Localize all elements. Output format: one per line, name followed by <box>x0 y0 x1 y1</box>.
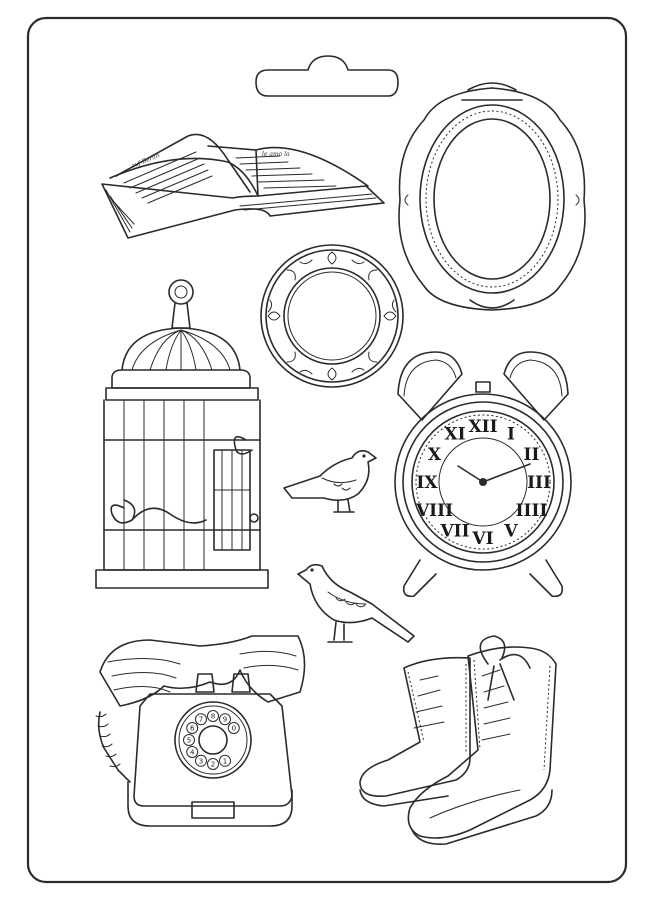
dial-digit: 7 <box>199 716 203 724</box>
dial-hole <box>207 758 219 770</box>
dial-hole <box>183 734 195 746</box>
clock-numeral: III <box>527 473 551 493</box>
dial-hole <box>186 722 199 734</box>
bird-lower-icon <box>297 563 415 643</box>
dial-digit: 6 <box>190 725 195 733</box>
mould-plate-outline <box>26 16 628 884</box>
dial-digit: 2 <box>211 761 215 769</box>
dial-digit: 0 <box>232 725 236 733</box>
dial-hole <box>219 713 231 726</box>
dial-digit: 3 <box>199 757 203 765</box>
clock-numeral: XII <box>468 417 497 437</box>
clock-numeral: IX <box>416 473 438 493</box>
dial-digit: 4 <box>190 749 195 757</box>
hanger-slot <box>255 55 399 97</box>
clock-numeral: X <box>428 445 442 465</box>
bird-upper-icon <box>283 450 377 513</box>
dial-digit: 1 <box>223 757 227 765</box>
dial-hole <box>227 722 240 734</box>
clock-numeral: XI <box>444 425 465 445</box>
clock-numeral: I <box>507 425 515 445</box>
dial-hole <box>207 710 219 722</box>
dial-digit: 5 <box>187 737 191 745</box>
dial-hole <box>186 746 199 758</box>
dial-digit: 9 <box>223 716 227 724</box>
dial-hole <box>195 713 207 726</box>
round-frame-icon <box>260 244 404 388</box>
clock-numeral: II <box>524 445 540 465</box>
birdcage-icon <box>95 279 269 589</box>
dial-hole <box>219 754 231 767</box>
lace-up-boots-icon <box>359 635 557 846</box>
dial-digit: 8 <box>211 713 215 721</box>
oval-frame-icon <box>398 82 586 311</box>
clock-numeral: VIII <box>415 501 453 521</box>
svg-text:le amo la: le amo la <box>262 151 290 158</box>
clock-numeral: V <box>503 522 518 542</box>
clock-numeral: VII <box>439 522 469 542</box>
clock-numeral: IIII <box>516 501 548 521</box>
clock-numeral: VI <box>471 529 493 549</box>
dial-hole <box>195 754 207 767</box>
